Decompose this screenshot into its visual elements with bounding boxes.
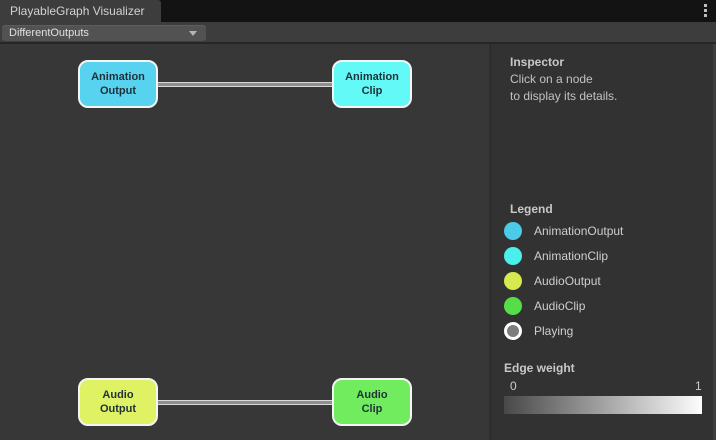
playing-color-dot <box>504 321 522 340</box>
node-label: Animation <box>345 71 399 83</box>
legend-label: AudioClip <box>534 298 586 313</box>
edge-audio-output-to-clip <box>154 400 336 405</box>
audiooutput-color-dot <box>504 271 522 290</box>
node-label: Animation <box>91 71 145 83</box>
edge-weight-max-label: 1 <box>695 379 702 393</box>
node-label: Clip <box>361 85 383 97</box>
inspector-title: Inspector <box>510 55 565 69</box>
node-label: Clip <box>361 403 383 415</box>
graph-selector-dropdown[interactable]: DifferentOutputs <box>2 25 206 41</box>
inspector-hint-line1: Click on a node <box>510 72 593 86</box>
node-label: Audio <box>356 389 388 401</box>
legend-label: AnimationClip <box>534 248 609 263</box>
node-label: Output <box>99 85 137 97</box>
inspector-hint-line2: to display its details. <box>510 89 618 103</box>
legend-item-animationoutput: AnimationOutput <box>504 218 623 243</box>
legend-label: AnimationOutput <box>534 223 624 238</box>
graph-selector-value: DifferentOutputs <box>9 27 89 39</box>
toolbar: DifferentOutputs <box>0 22 716 44</box>
legend-item-audioclip: AudioClip <box>504 293 585 318</box>
animationoutput-color-dot <box>504 221 522 240</box>
animationclip-color-dot <box>504 246 522 265</box>
legend-label: Playing <box>534 323 574 338</box>
legend-item-playing: Playing <box>504 318 573 343</box>
edge-weight-gradient-bar <box>504 396 702 414</box>
graph-canvas[interactable]: Animation Output Animation Clip Audio Ou… <box>0 44 489 440</box>
edge-weight-min-label: 0 <box>510 379 517 393</box>
inspector-panel: Inspector Click on a node to display its… <box>490 44 716 440</box>
node-label: Audio <box>102 389 134 401</box>
legend-item-audiooutput: AudioOutput <box>504 268 601 293</box>
node-audio-output[interactable]: Audio Output <box>78 378 158 426</box>
panel-right-edge <box>713 44 716 440</box>
node-label: Output <box>99 403 137 415</box>
kebab-menu-icon[interactable] <box>704 4 707 17</box>
legend-label: AudioOutput <box>534 273 601 288</box>
audioclip-color-dot <box>504 296 522 315</box>
edge-weight-title: Edge weight <box>504 361 575 375</box>
legend-item-animationclip: AnimationClip <box>504 243 608 268</box>
title-bar: PlayableGraph Visualizer <box>0 0 716 22</box>
node-animation-clip[interactable]: Animation Clip <box>332 60 412 108</box>
chevron-down-icon <box>189 31 197 36</box>
node-animation-output[interactable]: Animation Output <box>78 60 158 108</box>
tab-playablegraph-visualizer[interactable]: PlayableGraph Visualizer <box>0 0 161 22</box>
node-audio-clip[interactable]: Audio Clip <box>332 378 412 426</box>
edge-animation-output-to-clip <box>154 82 336 87</box>
legend-title: Legend <box>510 202 553 216</box>
